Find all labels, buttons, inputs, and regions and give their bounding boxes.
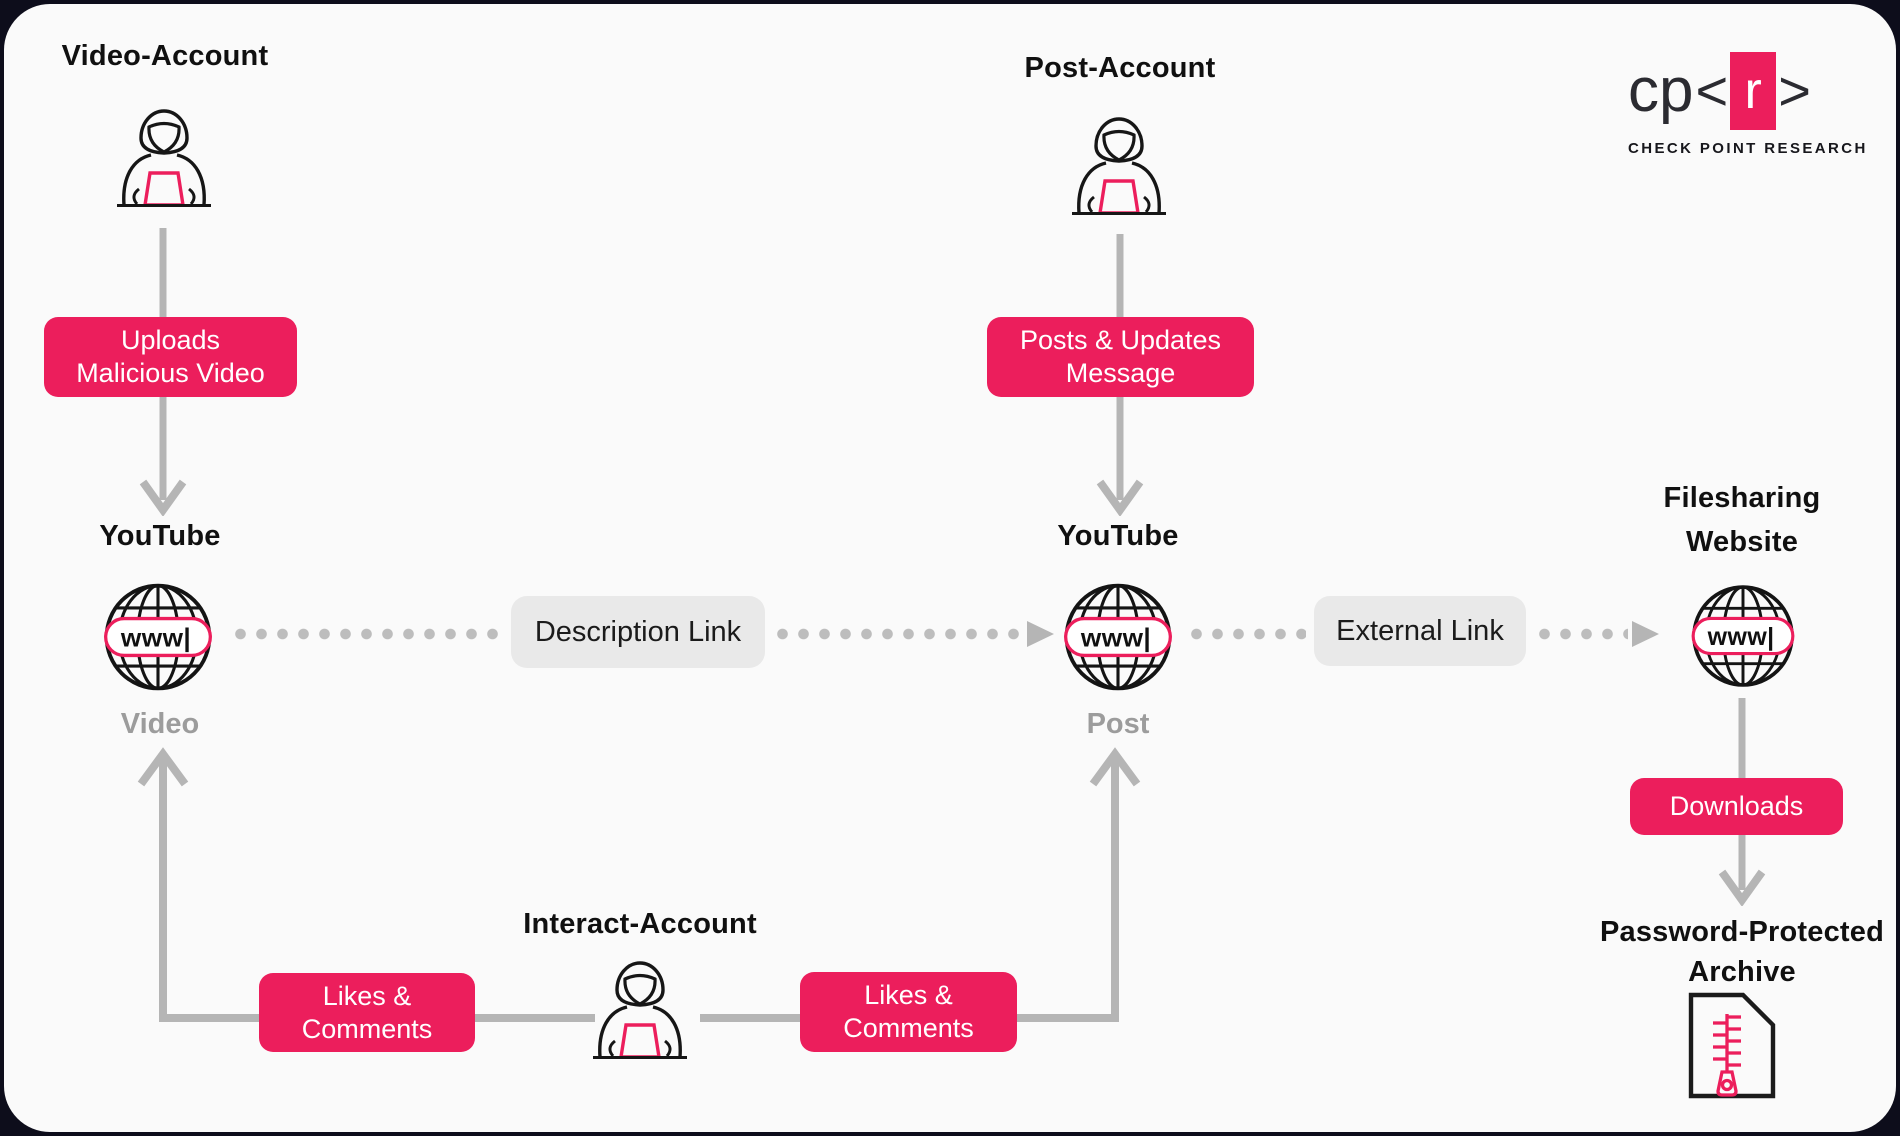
post-sub-label: Post bbox=[1086, 708, 1150, 740]
title-line: Password-Protected bbox=[1599, 916, 1884, 948]
post-account-title: Post-Account bbox=[1024, 52, 1216, 84]
globe-www-icon: www| bbox=[1691, 585, 1795, 687]
title-line: Filesharing bbox=[1663, 482, 1821, 514]
badge-line: Uploads bbox=[120, 325, 221, 355]
logo-cp-text: cp bbox=[1628, 56, 1694, 125]
dotted-line bbox=[1534, 628, 1628, 640]
uploads-malicious-video-badge: Uploads Malicious Video bbox=[44, 317, 297, 397]
posts-updates-message-badge: Posts & Updates Message bbox=[987, 317, 1254, 397]
url-text: www| bbox=[1080, 623, 1151, 653]
logo-subtitle: CHECK POINT RESEARCH bbox=[1628, 140, 1868, 157]
globe-www-icon: www| bbox=[1064, 583, 1172, 691]
laptop-icon bbox=[619, 1023, 661, 1059]
interact-account-title: Interact-Account bbox=[523, 908, 757, 940]
globe-www-icon: www| bbox=[104, 583, 212, 691]
cpr-logo-row: cp < r > bbox=[1628, 50, 1843, 132]
dotted-line bbox=[772, 628, 1024, 640]
link-label-text: Description Link bbox=[534, 615, 742, 648]
dotted-arrow-right-icon bbox=[1027, 621, 1054, 647]
youtube-video-title: YouTube bbox=[99, 520, 221, 552]
laptop-icon bbox=[1098, 179, 1140, 215]
zipper bbox=[1713, 1014, 1741, 1097]
password-protected-archive-title: Password-Protected Archive bbox=[1572, 912, 1900, 992]
external-link-label: External Link bbox=[1314, 596, 1526, 666]
hacker-icon bbox=[1072, 117, 1166, 215]
hacker-icon bbox=[593, 961, 687, 1059]
url-pill bbox=[1064, 616, 1172, 658]
dotted-line bbox=[230, 628, 508, 640]
likes-comments-badge-right: Likes & Comments bbox=[800, 972, 1017, 1052]
zip-archive-icon bbox=[1688, 992, 1776, 1099]
dotted-arrow-right-icon bbox=[1632, 621, 1659, 647]
logo-close-bracket: > bbox=[1778, 59, 1811, 122]
dotted-line bbox=[1186, 628, 1306, 640]
title-line: Website bbox=[1685, 526, 1799, 558]
url-text: www| bbox=[120, 623, 191, 653]
filesharing-website-title: Filesharing Website bbox=[1622, 476, 1862, 564]
description-link-label: Description Link bbox=[511, 596, 765, 668]
badge-line: Posts & Updates bbox=[1019, 325, 1222, 355]
badge-line: Comments bbox=[843, 1013, 974, 1043]
url-pill bbox=[1691, 616, 1795, 656]
badge-line: Downloads bbox=[1669, 791, 1804, 821]
url-pill bbox=[104, 616, 212, 658]
downloads-badge: Downloads bbox=[1630, 778, 1843, 835]
laptop-icon bbox=[143, 171, 185, 207]
logo-r-text: r bbox=[1744, 62, 1762, 120]
logo-open-bracket: < bbox=[1695, 59, 1729, 122]
youtube-post-title: YouTube bbox=[1057, 520, 1179, 552]
likes-comments-badge-left: Likes & Comments bbox=[259, 973, 475, 1052]
badge-line: Message bbox=[1065, 358, 1176, 388]
video-account-title: Video-Account bbox=[61, 40, 269, 72]
diagram-card bbox=[4, 4, 1896, 1132]
title-line: Archive bbox=[1688, 956, 1796, 988]
hacker-icon bbox=[117, 109, 211, 207]
url-text: www| bbox=[1707, 623, 1775, 651]
video-sub-label: Video bbox=[120, 708, 200, 740]
logo-pink-box: r bbox=[1730, 52, 1777, 130]
badge-line: Likes & bbox=[322, 980, 412, 1011]
badge-line: Likes & bbox=[864, 980, 953, 1010]
check-point-research-logo: cp < r > CHECK POINT RESEARCH bbox=[1628, 50, 1868, 157]
badge-line: Malicious Video bbox=[76, 358, 265, 388]
link-label-text: External Link bbox=[1336, 614, 1504, 647]
badge-line: Comments bbox=[301, 1013, 433, 1044]
